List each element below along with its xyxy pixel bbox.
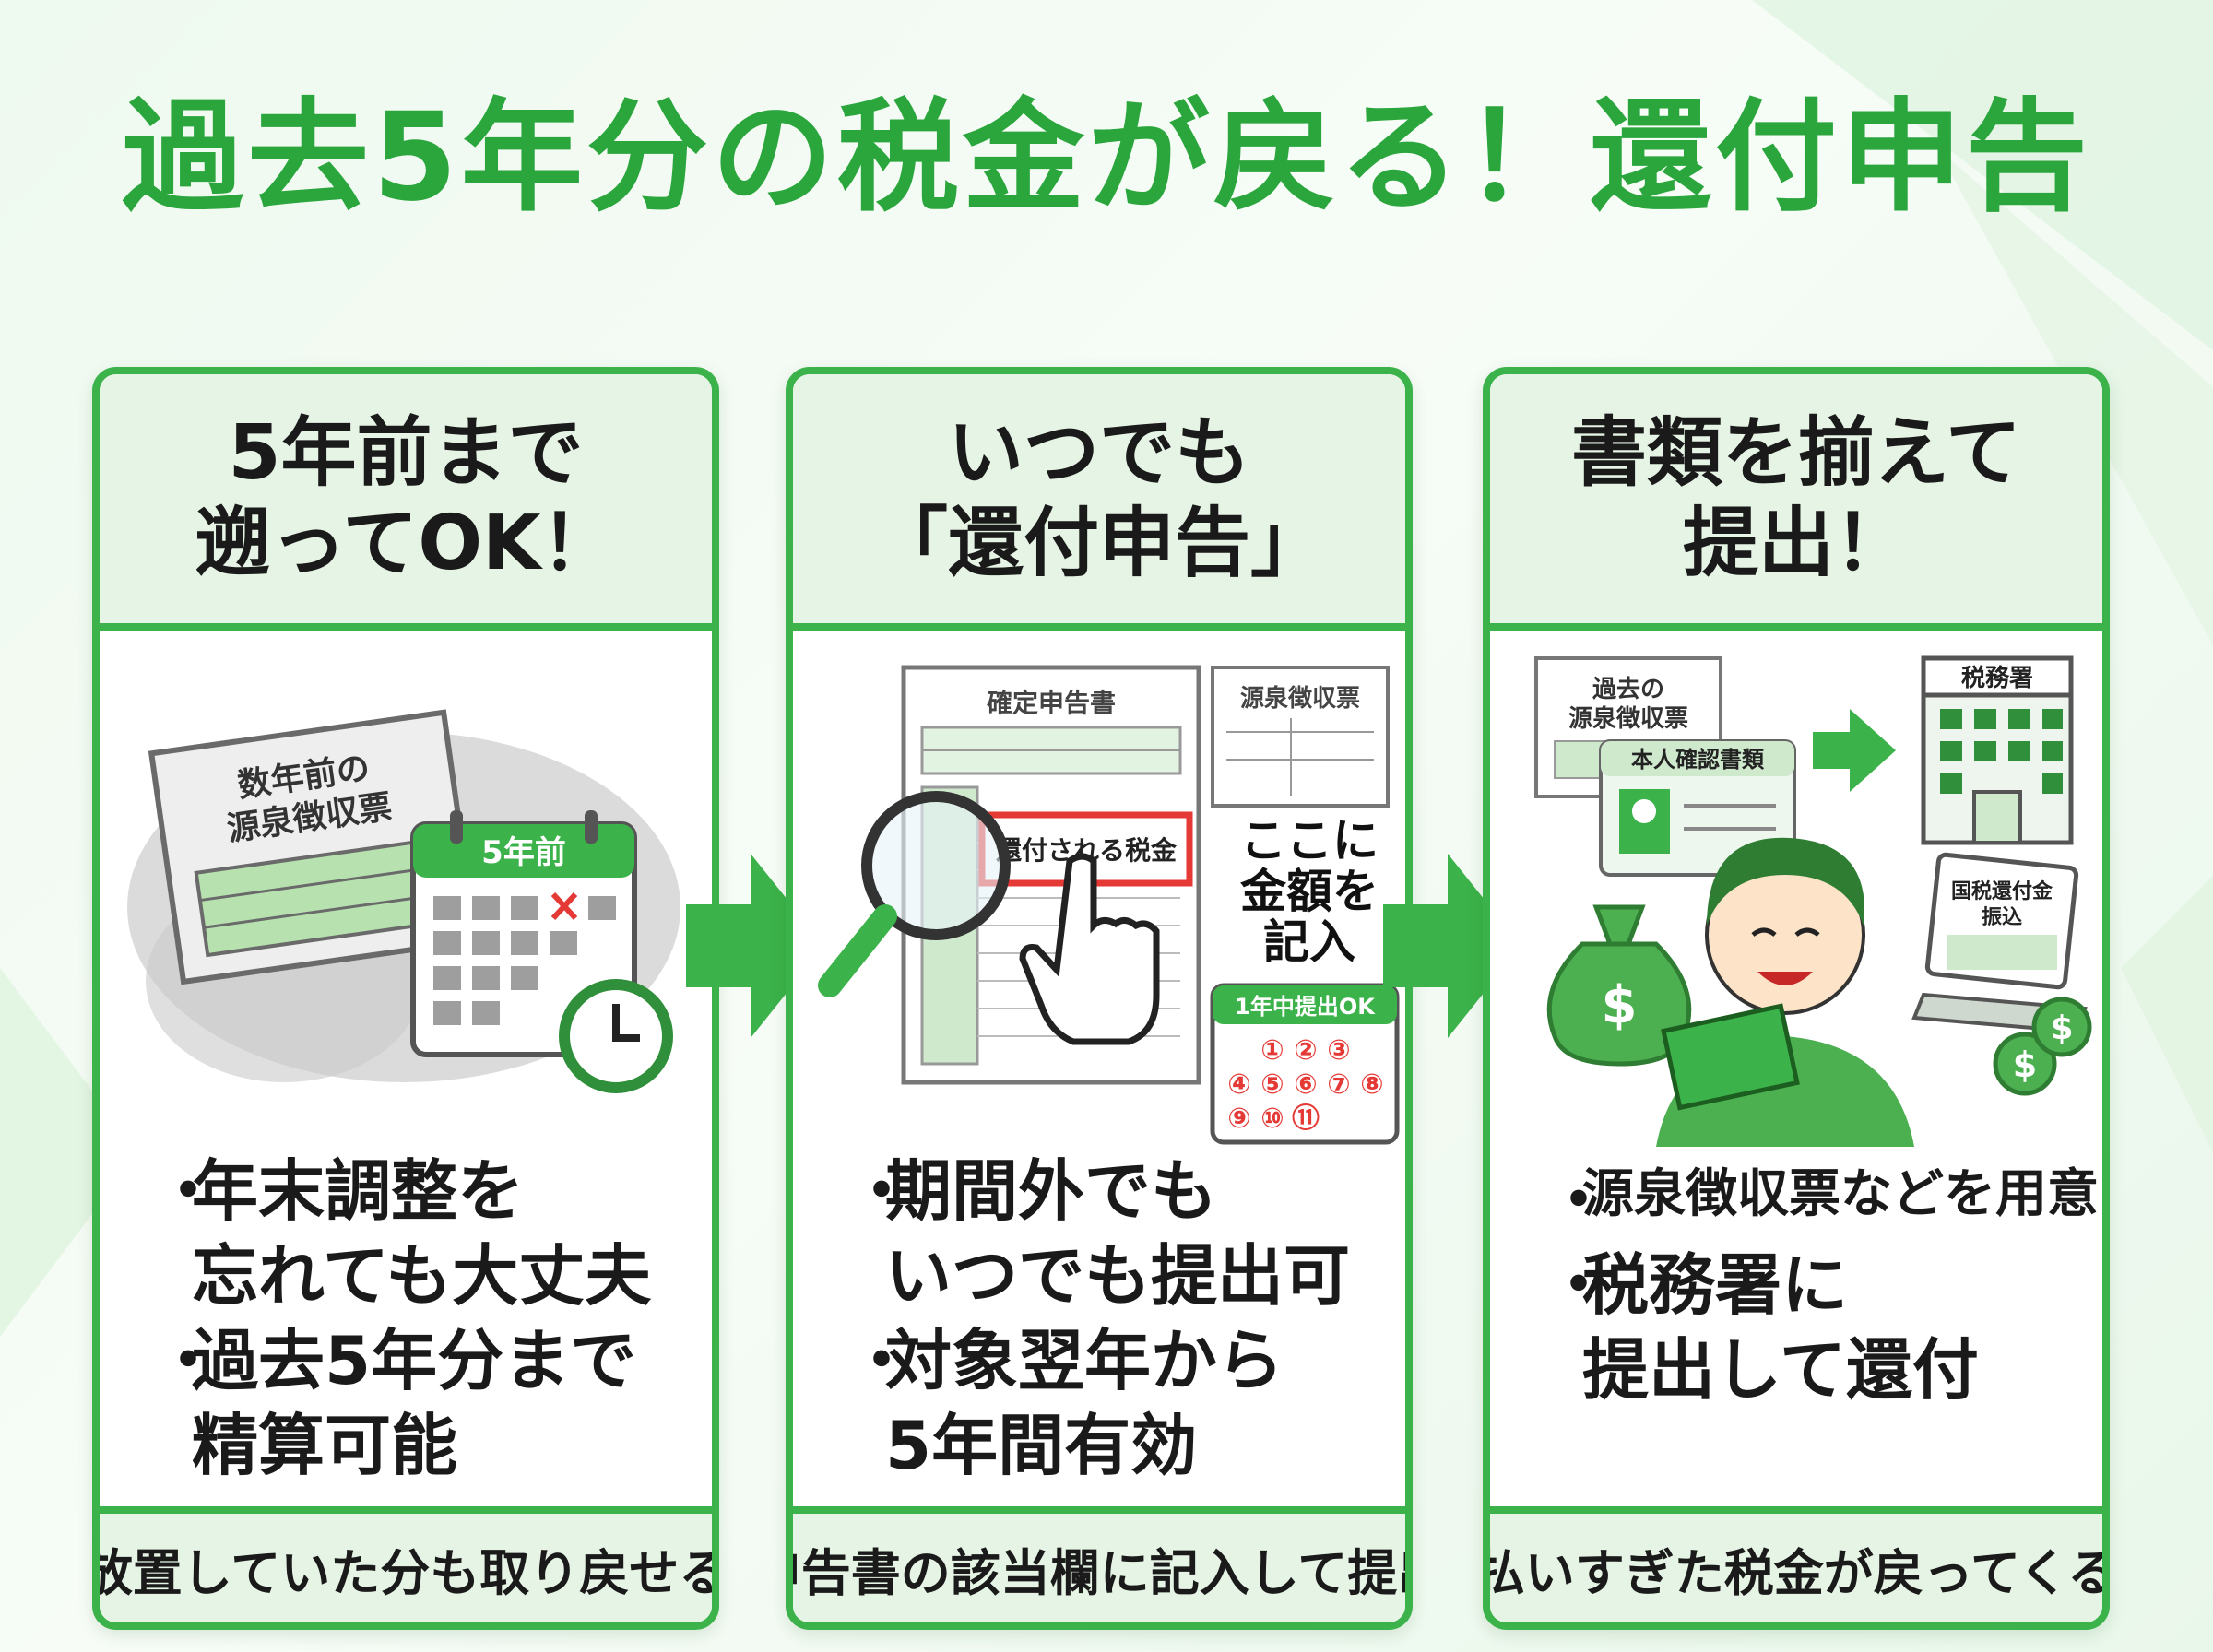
- svg-text:⑩: ⑩: [1260, 1103, 1284, 1135]
- svg-text:$: $: [1602, 975, 1638, 1035]
- list-item: ・源泉徴収票などを用意: [1545, 1162, 2099, 1239]
- page-title: 過去5年分の税金が戻る！還付申告: [122, 87, 2091, 229]
- svg-text:⑥: ⑥: [1294, 1068, 1317, 1101]
- svg-text:⑧: ⑧: [1360, 1068, 1383, 1101]
- note-line: ここに: [1240, 814, 1379, 867]
- panel-footer: 払いすぎた税金が戻ってくる: [1490, 1506, 2102, 1622]
- note-line: 金額を: [1240, 865, 1379, 918]
- panel-anytime: いつでも 「還付申告」 確定申告書 還付される税金 源泉徴収票: [786, 367, 1413, 1630]
- svg-text:5年前: 5年前: [481, 834, 566, 871]
- panel-footer: 申告書の該当欄に記入して提出: [793, 1506, 1405, 1622]
- illustration-tax-form: 確定申告書 還付される税金 源泉徴収票 ここに 金額を 記入: [818, 665, 1400, 1145]
- coin-icon: $ $: [1993, 997, 2092, 1096]
- magnifier-icon: [818, 791, 1011, 997]
- panel-footer: 放置していた分も取り戻せる: [100, 1506, 712, 1622]
- svg-text:源泉徴収票: 源泉徴収票: [1568, 704, 1688, 733]
- panel-submit: 書類を揃えて 提出！ 過去の 源泉徴収票 本人確認書類 税務署: [1483, 367, 2110, 1630]
- receipt-icon: 源泉徴収票: [1211, 666, 1390, 808]
- bullet-list: ・年末調整を忘れても大丈夫 ・過去5年分まで精算可能: [155, 1149, 693, 1488]
- arrow-icon: [686, 854, 824, 1038]
- svg-text:確定申告書: 確定申告書: [987, 688, 1116, 718]
- svg-text:国税還付金: 国税還付金: [1951, 879, 2053, 903]
- arrow-icon: [1383, 854, 1521, 1038]
- svg-text:⑨: ⑨: [1227, 1103, 1250, 1135]
- list-item: ・期間外でもいつでも提出可: [848, 1152, 1351, 1315]
- svg-text:②: ②: [1294, 1034, 1317, 1067]
- pointer-hand-icon: [1019, 853, 1160, 1045]
- svg-text:⑦: ⑦: [1327, 1068, 1350, 1101]
- panel-heading: 書類を揃えて 提出！: [1490, 374, 2102, 631]
- svg-text:過去の: 過去の: [1592, 676, 1664, 703]
- tax-office-icon: 税務署: [1921, 655, 2074, 845]
- note-line: 記入: [1263, 915, 1355, 969]
- svg-text:税務署: 税務署: [1961, 665, 2033, 692]
- svg-text:本人確認書類: 本人確認書類: [1631, 747, 1765, 773]
- list-item: ・税務署に提出して還付: [1545, 1246, 1979, 1409]
- arrow-icon: [1813, 709, 1896, 792]
- svg-text:$: $: [2013, 1044, 2037, 1085]
- bullet-list: ・源泉徴収票などを用意 ・税務署に提出して還付: [1545, 1158, 2099, 1412]
- illustration-documents: 過去の 源泉徴収票 本人確認書類 税務署: [1534, 655, 2092, 1147]
- id-card-icon: 本人確認書類: [1599, 739, 1796, 877]
- svg-text:⑤: ⑤: [1260, 1068, 1284, 1101]
- svg-text:①: ①: [1260, 1034, 1284, 1067]
- svg-text:振込: 振込: [1982, 906, 2022, 929]
- panel-retroactive: 5年前まで 遡ってOK！ 数年前の 源泉徴収票 5年前: [92, 367, 719, 1630]
- person-icon: [1656, 837, 1914, 1147]
- svg-text:1年中提出OK: 1年中提出OK: [1235, 994, 1376, 1020]
- document-icon: 数年前の 源泉徴収票: [148, 709, 479, 985]
- clock-icon: [559, 979, 673, 1093]
- svg-text:④: ④: [1227, 1068, 1250, 1101]
- svg-text:③: ③: [1327, 1034, 1350, 1067]
- calendar-icon: 1年中提出OK ① ② ③ ④ ⑤ ⑥ ⑦ ⑧ ⑨ ⑩ ⑪: [1210, 983, 1400, 1145]
- laptop-icon: 国税還付金 振込: [1911, 852, 2088, 1034]
- list-item: ・過去5年分まで精算可能: [155, 1322, 637, 1484]
- list-item: ・年末調整を忘れても大丈夫: [155, 1152, 652, 1315]
- money-bag-icon: $: [1546, 904, 1692, 1067]
- panel-heading: 5年前まで 遡ってOK！: [100, 374, 712, 631]
- panel-heading: いつでも 「還付申告」: [793, 374, 1405, 631]
- svg-text:⑪: ⑪: [1292, 1103, 1320, 1135]
- svg-text:$: $: [2050, 1009, 2073, 1047]
- illustration-old-receipt: 数年前の 源泉徴収票 5年前: [127, 709, 680, 1093]
- svg-text:源泉徴収票: 源泉徴収票: [1240, 684, 1360, 713]
